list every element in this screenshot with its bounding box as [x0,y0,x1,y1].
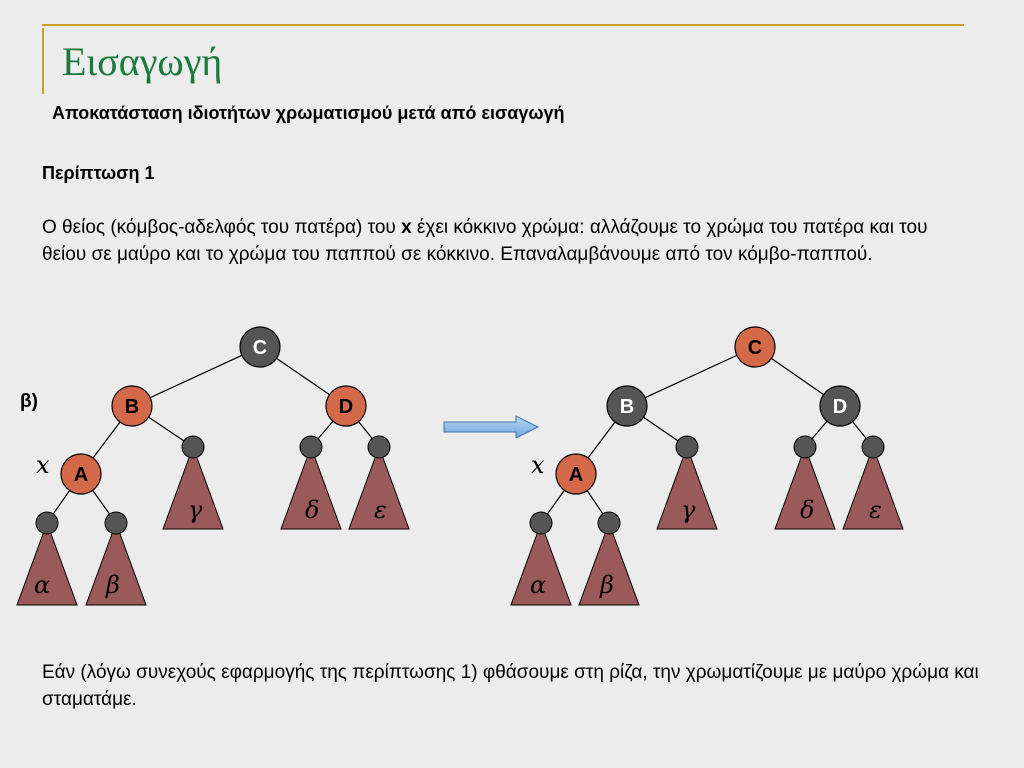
case-description-bold: x [401,217,412,238]
tree-after-subtree-beta: β [578,511,640,606]
tree-after-subtree-epsilon: ε [842,435,904,530]
diagram-label: β) [20,391,38,412]
node-label-d: D [833,396,847,418]
tree-before-node-b: B [111,385,153,427]
tree-after-node-a: A [555,453,597,495]
tree-before-node-d: D [325,385,367,427]
case-description: Ο θείος (κόμβος-αδελφός του πατέρα) του … [42,214,972,268]
tree-after-subtree-delta: δ [774,435,836,530]
tree-before: γ δ ε α β C B [16,326,410,606]
node-label-a: A [74,464,88,486]
tree-after-node-d: D [819,385,861,427]
subtree-label-delta: δ [800,496,814,524]
case-description-part1: Ο θείος (κόμβος-αδελφός του πατέρα) του [42,217,402,238]
tree-before-node-a: A [60,453,102,495]
node-label-b: B [620,396,634,418]
tree-after-subtree-alpha: α [510,511,572,606]
node-label-d: D [339,396,353,418]
subtree-label-beta: β [105,571,120,599]
node-label-c: C [253,337,267,359]
node-label-b: B [125,396,139,418]
tree-before-subtree-gamma: γ [162,435,224,530]
subtree-label-beta: β [599,571,614,599]
x-label: x [36,451,50,479]
page-title: Εισαγωγή [62,39,223,84]
subtitle: Αποκατάσταση ιδιοτήτων χρωματισμού μετά … [52,103,565,123]
subtree-label-alpha: α [530,571,546,599]
tree-after-subtree-gamma: γ [656,435,718,530]
tree-after: γ δ ε α β C B [510,326,904,606]
footer-note: Εάν (λόγω συνεχούς εφαρμογής της περίπτω… [42,662,979,710]
transition-arrow-icon [443,415,540,439]
node-label-c: C [748,337,762,359]
tree-before-subtree-beta: β [85,511,147,606]
tree-after-node-c: C [734,326,776,368]
subtree-label-alpha: α [34,571,50,599]
left-accent-line [42,28,44,94]
tree-before-subtree-epsilon: ε [348,435,410,530]
subtree-label-epsilon: ε [869,496,882,524]
case-heading: Περίπτωση 1 [42,163,155,183]
x-label: x [531,451,545,479]
subtree-label-epsilon: ε [374,496,387,524]
tree-before-subtree-alpha: α [16,511,78,606]
tree-before-node-c: C [239,326,281,368]
subtree-label-delta: δ [305,496,319,524]
tree-before-subtree-delta: δ [280,435,342,530]
case-description-part2: έχει κόκκινο χρώμα: αλλάζουμε το χρώμα τ… [42,217,928,265]
top-accent-line [42,24,964,26]
node-label-a: A [569,464,583,486]
subtree-label-gamma: γ [188,496,203,524]
subtree-label-gamma: γ [681,496,696,524]
tree-after-node-b: B [606,385,648,427]
